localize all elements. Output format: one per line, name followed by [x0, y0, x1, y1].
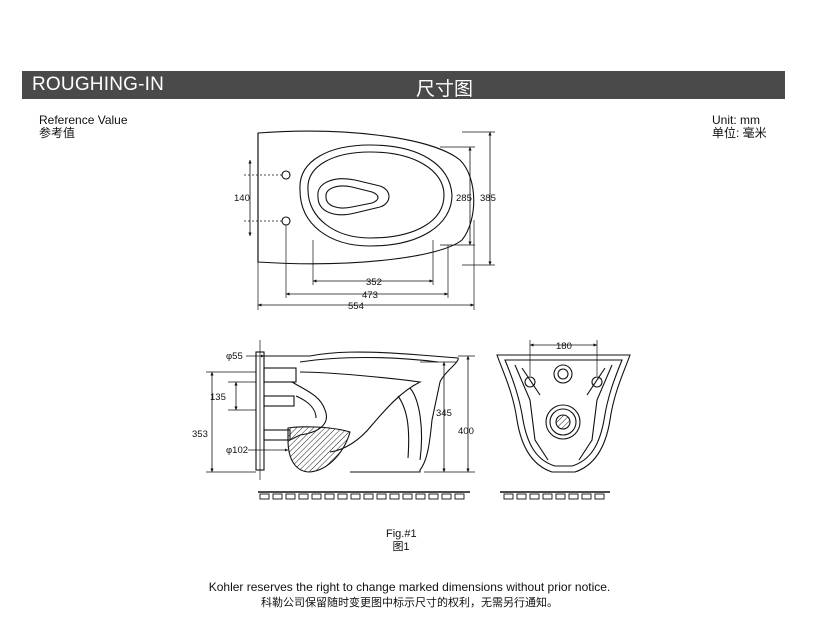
top-view-outline [257, 130, 475, 265]
top-view-trap [317, 178, 390, 216]
header-bar: ROUGHING-IN 尺寸图 [22, 71, 785, 100]
rear-view-mount-hole-right [591, 376, 603, 388]
dim-285: 285 [456, 193, 472, 204]
dim-phi55: φ55 [226, 351, 243, 362]
rear-view-outline [496, 354, 631, 473]
dim-phi102: φ102 [226, 445, 248, 456]
top-view [244, 130, 495, 310]
dim-400: 400 [458, 426, 474, 437]
reference-note: Reference Value 参考值 [39, 114, 128, 140]
footer-note-en: Kohler reserves the right to change mark… [208, 580, 611, 594]
dim-385: 385 [480, 193, 496, 204]
figure-caption-zh: 图1 [392, 541, 410, 553]
top-view-mount-hole-lower [281, 216, 291, 226]
side-view-floor-marks [259, 493, 465, 500]
rear-view-labels: 180 [556, 341, 572, 352]
dim-352: 352 [366, 277, 382, 288]
top-view-mount-hole-upper [281, 170, 291, 180]
side-view-labels: φ55 135 353 φ102 345 400 [192, 351, 474, 456]
reference-en: Reference Value [39, 113, 128, 127]
dim-180: 180 [556, 341, 572, 352]
reference-zh: 参考值 [39, 126, 76, 140]
unit-note: Unit: mm 单位: 毫米 [712, 114, 767, 140]
dim-140: 140 [234, 193, 250, 204]
side-view-inlet-pipe [263, 367, 297, 383]
footer-note-zh: 科勒公司保留随时变更图中标示尺寸的权利，无需另行通知。 [261, 597, 558, 609]
side-view-water-seal [287, 426, 351, 473]
figure-caption-en: Fig.#1 [386, 528, 417, 540]
header-title-en: ROUGHING-IN [32, 74, 165, 95]
dim-345: 345 [436, 408, 452, 419]
rear-view-outlet [545, 404, 581, 440]
dim-473: 473 [362, 290, 378, 301]
rear-view-inlet [553, 364, 573, 384]
rear-view-mount-hole-left [524, 376, 536, 388]
dim-554: 554 [348, 301, 364, 312]
unit-en: Unit: mm [712, 113, 760, 127]
dim-353: 353 [192, 429, 208, 440]
top-view-bowl-rim [299, 144, 453, 247]
side-view [206, 340, 475, 493]
header-title-zh: 尺寸图 [416, 79, 474, 100]
figure-caption: Fig.#1 图1 [386, 528, 417, 554]
top-view-labels: 140 285 385 352 473 554 [234, 193, 496, 312]
unit-zh: 单位: 毫米 [712, 126, 767, 140]
rear-view [496, 340, 631, 493]
side-view-outline [264, 351, 459, 473]
dim-135: 135 [210, 392, 226, 403]
rear-view-floor-marks [503, 493, 605, 500]
